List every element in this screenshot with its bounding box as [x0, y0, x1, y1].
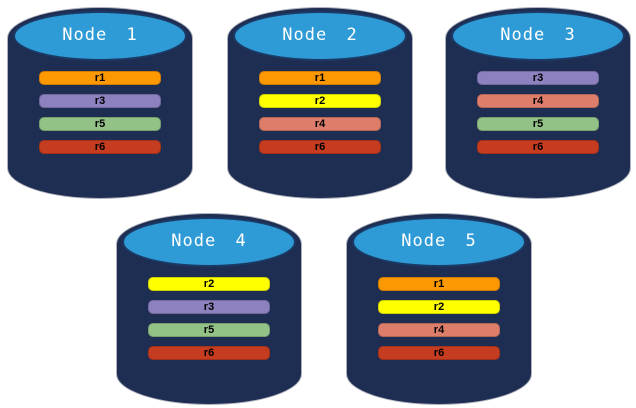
node-4-title: Node 4	[171, 231, 247, 251]
node-1-title: Node 1	[62, 25, 138, 45]
replica-bar-r1: r1	[378, 277, 500, 291]
node-3-replica-list: r3 r4 r5 r6	[477, 71, 599, 154]
replica-bar-r5: r5	[477, 117, 599, 131]
node-5-cylinder-top: Node 5	[352, 217, 526, 267]
replica-bar-r6: r6	[378, 346, 500, 360]
replica-bar-r4: r4	[259, 117, 381, 131]
node-4-cylinder: Node 4 r2 r3 r5 r6	[117, 214, 301, 404]
replica-bar-r3: r3	[148, 300, 270, 314]
node-4-replica-list: r2 r3 r5 r6	[148, 277, 270, 360]
replica-bar-r2: r2	[378, 300, 500, 314]
replica-bar-r2: r2	[148, 277, 270, 291]
node-2-cylinder: Node 2 r1 r2 r4 r6	[228, 8, 412, 198]
node-2-cylinder-top: Node 2	[233, 11, 407, 61]
replica-bar-r2: r2	[259, 94, 381, 108]
node-1-replica-list: r1 r3 r5 r6	[39, 71, 161, 154]
replica-bar-r5: r5	[148, 323, 270, 337]
replica-bar-r1: r1	[39, 71, 161, 85]
replica-bar-r6: r6	[477, 140, 599, 154]
node-3-title: Node 3	[500, 25, 576, 45]
replica-bar-r6: r6	[39, 140, 161, 154]
node-5-title: Node 5	[401, 231, 477, 251]
replica-bar-r4: r4	[378, 323, 500, 337]
node-5-cylinder: Node 5 r1 r2 r4 r6	[347, 214, 531, 404]
node-1-cylinder-top: Node 1	[13, 11, 187, 61]
replica-bar-r3: r3	[39, 94, 161, 108]
node-3-cylinder-top: Node 3	[451, 11, 625, 61]
replica-bar-r4: r4	[477, 94, 599, 108]
node-1-cylinder: Node 1 r1 r3 r5 r6	[8, 8, 192, 198]
node-2-replica-list: r1 r2 r4 r6	[259, 71, 381, 154]
replica-bar-r3: r3	[477, 71, 599, 85]
replica-bar-r1: r1	[259, 71, 381, 85]
node-4-cylinder-top: Node 4	[122, 217, 296, 267]
replica-bar-r5: r5	[39, 117, 161, 131]
node-2-title: Node 2	[282, 25, 358, 45]
node-5-replica-list: r1 r2 r4 r6	[378, 277, 500, 360]
replica-bar-r6: r6	[148, 346, 270, 360]
replica-bar-r6: r6	[259, 140, 381, 154]
node-3-cylinder: Node 3 r3 r4 r5 r6	[446, 8, 630, 198]
